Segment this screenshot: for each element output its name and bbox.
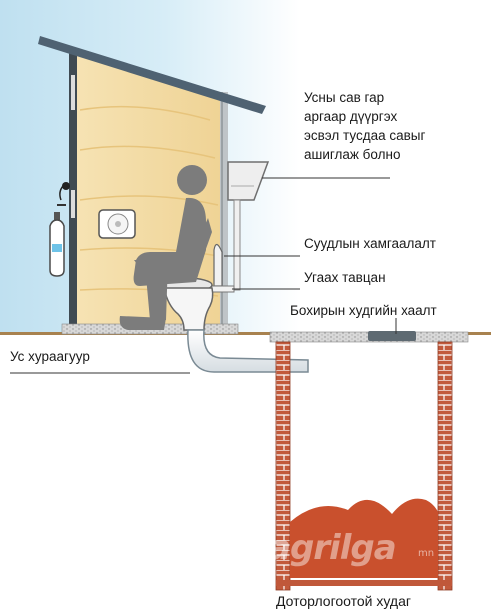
door-knob (62, 182, 70, 190)
label-pit: Доторлогоотой худаг (276, 593, 411, 609)
roof (38, 36, 266, 114)
pit-cover (269, 331, 469, 343)
right-post (220, 92, 228, 332)
label-flush-pedal: Угаах тавцан (304, 270, 386, 285)
label-water-tank: Усны сав гар аргаар дүүргэх эсвэл тусдаа… (304, 88, 425, 164)
label-water-tank-line3: эсвэл тусдаа савыг (304, 128, 426, 143)
toilet-paper-icon (98, 209, 136, 239)
person-figure (119, 165, 212, 330)
label-water-tank-line4: ашиглаж болно (304, 147, 401, 162)
leader-lines (10, 177, 397, 374)
label-seat-guard: Суудлын хамгаалалт (304, 236, 436, 251)
water-tank (227, 161, 270, 291)
soap-bottle-icon (49, 212, 65, 277)
label-water-tank-line2: аргаар дүүргэх (304, 109, 398, 124)
watermark-domain: mn (418, 548, 435, 559)
brick-pit (275, 341, 453, 591)
label-water-pipe: Ус хураагуур (10, 349, 90, 364)
pit-lid (368, 331, 416, 341)
seat-guard (213, 243, 223, 287)
waste-mound (290, 498, 438, 578)
label-water-tank-line1: Усны сав гар (304, 90, 385, 105)
outhouse (38, 36, 270, 335)
watermark-logo: agrilga (268, 528, 397, 568)
label-pit-lid: Бохирын худгийн хаалт (290, 303, 437, 318)
